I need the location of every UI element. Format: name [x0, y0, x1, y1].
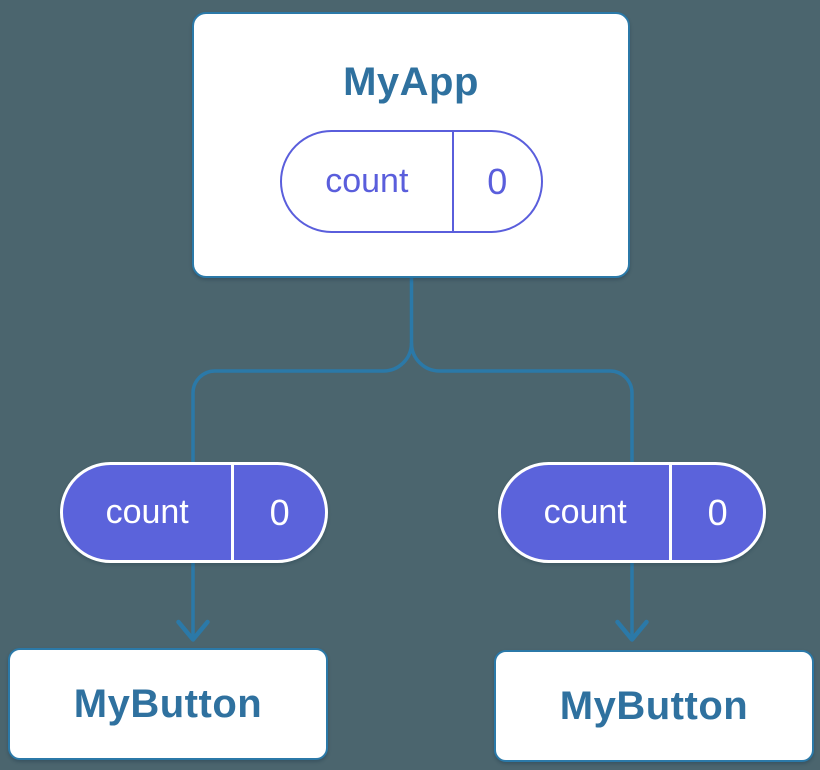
- node-mybutton-right: MyButton: [494, 650, 814, 762]
- arrowhead-left-icon: [176, 619, 210, 642]
- prop-key: count: [543, 493, 627, 531]
- prop-value: 0: [669, 465, 763, 560]
- node-mybutton-left: MyButton: [8, 648, 328, 760]
- prop-key: count: [105, 493, 189, 531]
- prop-pill-right: count 0: [498, 462, 766, 563]
- state-value: 0: [451, 132, 541, 231]
- connector-left-branch: [191, 342, 414, 640]
- state-pill: count 0: [280, 130, 543, 233]
- prop-pill-left: count 0: [60, 462, 328, 563]
- connector-right-branch: [409, 342, 634, 640]
- arrowhead-right-icon: [615, 619, 649, 642]
- node-myapp: MyApp count 0: [192, 12, 630, 278]
- node-title: MyButton: [73, 681, 263, 726]
- prop-value: 0: [231, 465, 325, 560]
- node-title: MyApp: [343, 60, 479, 104]
- state-key: count: [325, 162, 409, 200]
- node-title: MyButton: [559, 683, 749, 728]
